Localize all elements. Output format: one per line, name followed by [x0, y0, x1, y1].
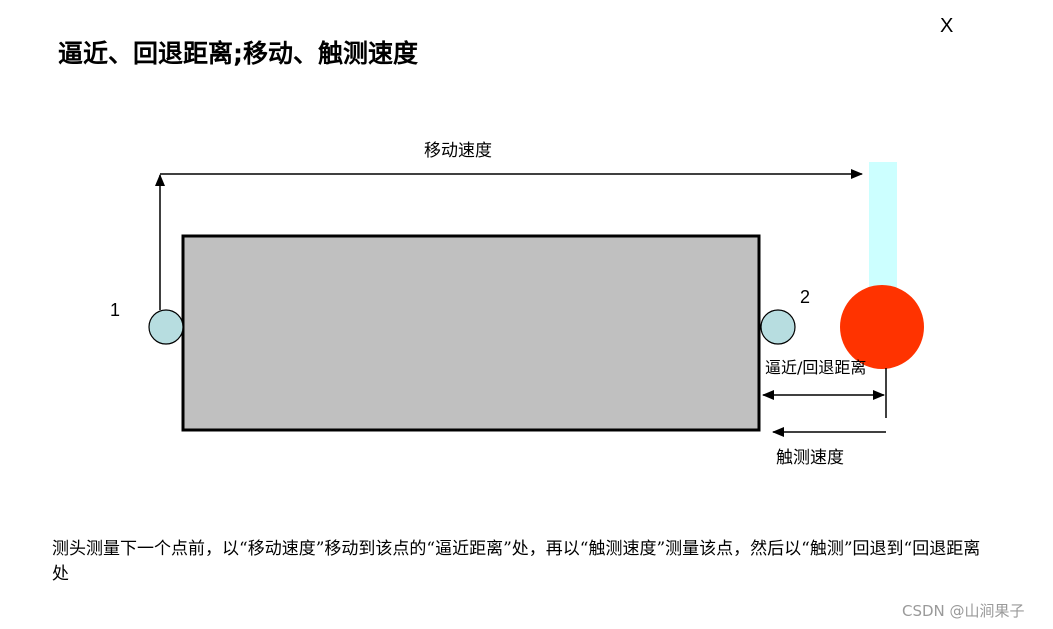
probe-stem: [869, 162, 897, 292]
page-title: 逼近、回退距离;移动、触测速度: [58, 39, 418, 68]
point-2-marker: [760, 309, 796, 345]
watermark: CSDN @山涧果子: [902, 602, 1025, 620]
point-1-label: 1: [110, 300, 121, 320]
point-2-label: 2: [800, 287, 811, 307]
workpiece-block: [181, 234, 761, 432]
move-speed-label: 移动速度: [424, 141, 492, 161]
description-text: 测头测量下一个点前，以“移动速度”移动到该点的“逼近距离”处，再以“触测速度”测…: [52, 539, 981, 584]
point-1-marker: [148, 309, 184, 345]
approach-retract-label: 逼近/回退距离: [765, 358, 867, 377]
close-icon[interactable]: X: [940, 15, 954, 37]
touch-speed-label: 触测速度: [776, 448, 844, 468]
probe-ball: [840, 285, 924, 369]
